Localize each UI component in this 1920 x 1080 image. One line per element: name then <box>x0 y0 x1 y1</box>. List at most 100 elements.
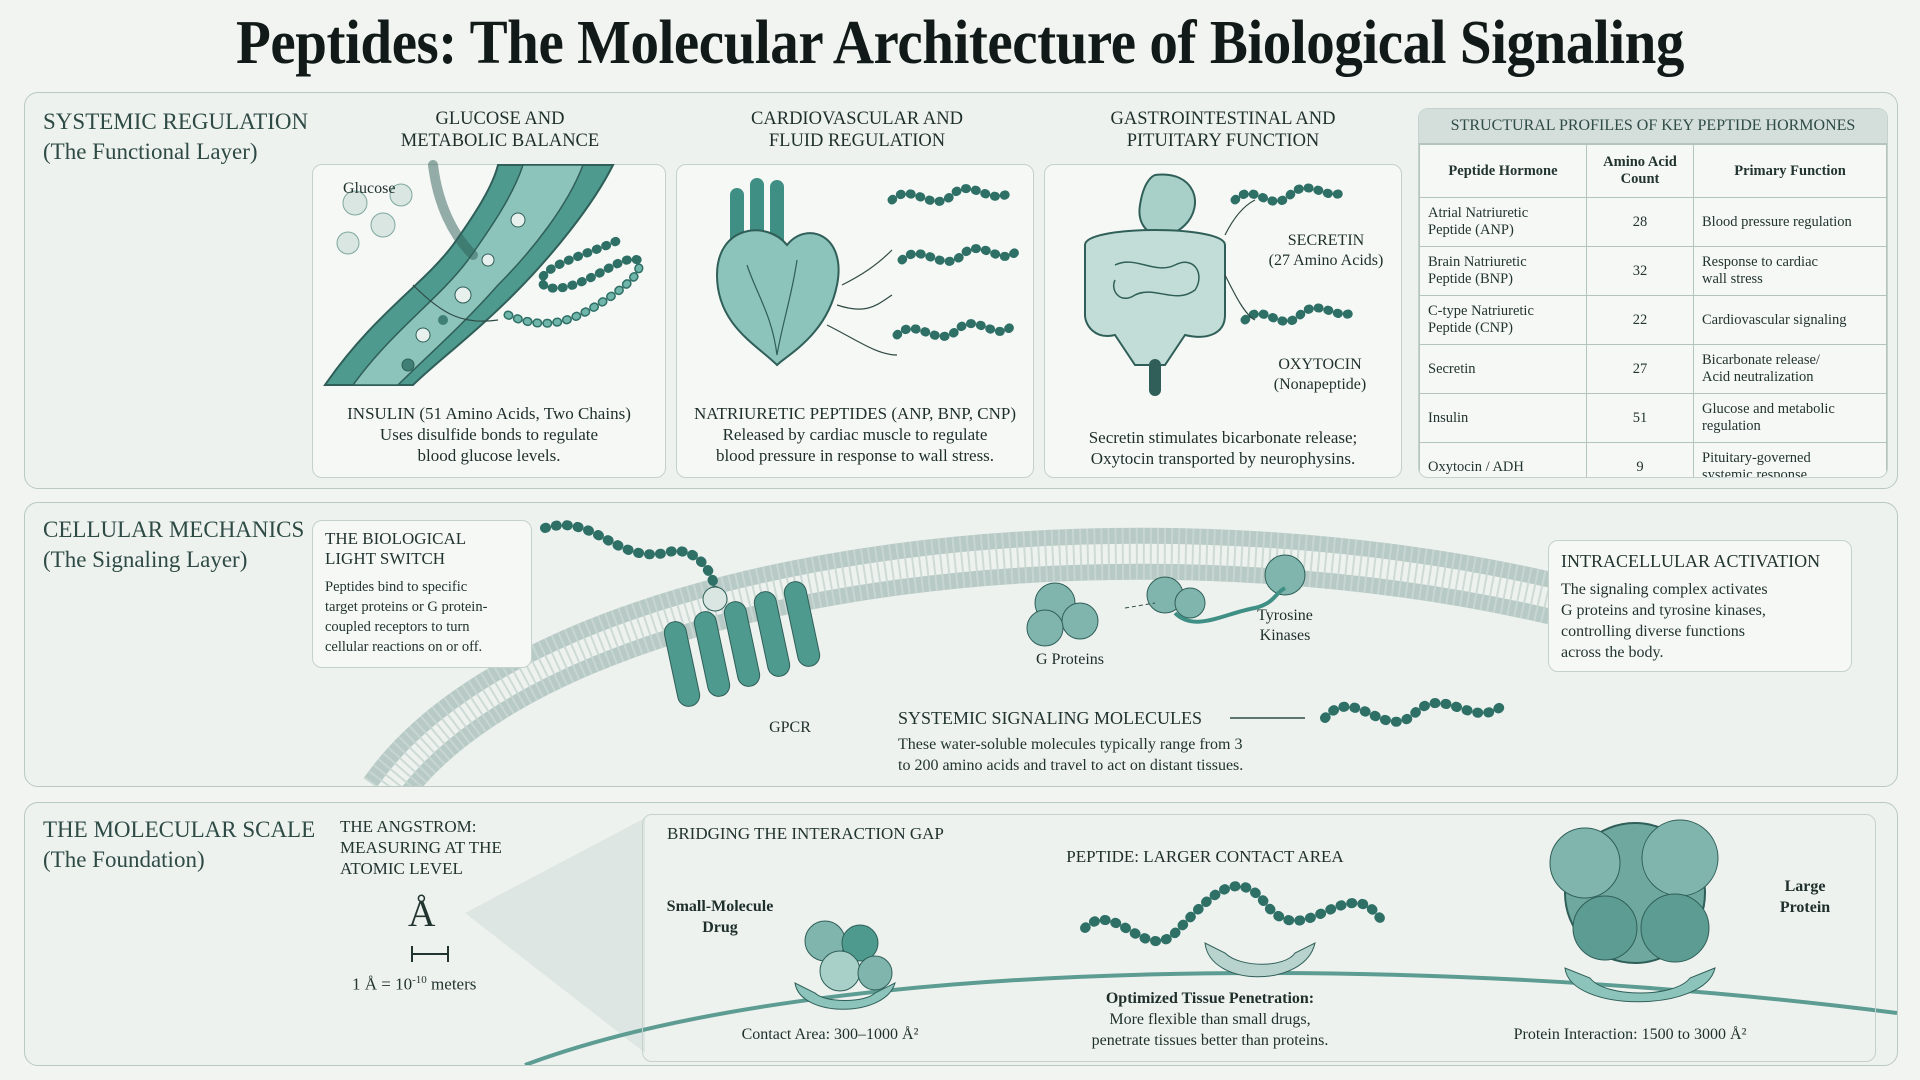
hormone-name-cell: Secretin <box>1419 344 1587 394</box>
hormone-name-line: Brain Natriuretic <box>1428 254 1527 270</box>
tissue-penetration-text: Optimized Tissue Penetration: More flexi… <box>1040 988 1380 1051</box>
angstrom-definition: 1 Å = 10-10 meters <box>352 974 476 995</box>
molecular-heading: THE MOLECULAR SCALE <box>43 817 316 842</box>
hormone-name-line: Oxytocin / ADH <box>1428 458 1524 475</box>
natriuretic-caption: NATRIURETIC PEPTIDES (ANP, BNP, CNP) Rel… <box>677 403 1033 466</box>
small-molecule-label: Small-Molecule Drug <box>650 896 790 938</box>
light-switch-card: THE BIOLOGICAL LIGHT SWITCH Peptides bin… <box>312 520 532 668</box>
insulin-caption: INSULIN (51 Amino Acids, Two Chains) Use… <box>313 403 665 466</box>
primary-function-line: Bicarbonate release/ <box>1702 352 1820 368</box>
primary-function-line: systemic response <box>1702 467 1808 478</box>
hormone-name-line: Peptide (BNP) <box>1428 271 1513 287</box>
light-switch-heading-line1: THE BIOLOGICAL <box>325 529 467 548</box>
oxytocin-label-name: OXYTOCIN <box>1278 356 1362 373</box>
column-header-count-line2: Count <box>1620 171 1660 187</box>
hormone-name-line: Secretin <box>1428 360 1476 377</box>
primary-function-line: Cardiovascular signaling <box>1702 311 1847 328</box>
amino-acid-count-cell: 27 <box>1586 344 1694 394</box>
signaling-molecules-text: These water-soluble molecules typically … <box>898 734 1243 776</box>
signaling-molecules-line2: to 200 amino acids and travel to act on … <box>898 757 1244 774</box>
secretin-label-name: SECRETIN <box>1287 232 1365 249</box>
protein-interaction-label: Protein Interaction: 1500 to 3000 Å² <box>1513 1026 1747 1043</box>
molecular-scale-section: THE MOLECULAR SCALE (The Foundation) <box>24 802 1898 1066</box>
primary-function-line: Response to cardiac <box>1702 254 1818 270</box>
large-protein-label-line1: Large <box>1784 878 1826 895</box>
activation-line3: controlling diverse functions <box>1561 623 1745 640</box>
gastro-caption-line1: Secretin stimulates bicarbonate release; <box>1088 428 1358 447</box>
activation-line4: across the body. <box>1561 644 1664 661</box>
cardio-heading-line2: FLUID REGULATION <box>768 131 946 151</box>
large-protein-label: Large Protein <box>1760 876 1850 918</box>
systemic-subheading: (The Functional Layer) <box>43 139 258 164</box>
oxytocin-label-type: (Nonapeptide) <box>1273 376 1367 393</box>
primary-function-cell: Cardiovascular signaling <box>1693 295 1887 345</box>
gastro-heading-line2: PITUITARY FUNCTION <box>1126 131 1320 151</box>
gastro-caption-line2: Oxytocin transported by neurophysins. <box>1090 449 1356 468</box>
column-header-function: Primary Function <box>1693 144 1887 198</box>
natriuretic-caption-line3: blood pressure in response to wall stres… <box>715 446 995 465</box>
intracellular-activation-card: INTRACELLULAR ACTIVATION The signaling c… <box>1548 540 1852 672</box>
angstrom-heading: THE ANGSTROM: MEASURING AT THE ATOMIC LE… <box>340 816 502 879</box>
hormone-table-title: STRUCTURAL PROFILES OF KEY PEPTIDE HORMO… <box>1419 109 1887 144</box>
oxytocin-label: OXYTOCIN (Nonapeptide) <box>1235 355 1405 395</box>
secretin-label-count: (27 Amino Acids) <box>1268 252 1384 269</box>
scale-illustration <box>465 818 1897 1065</box>
angstrom-def-prefix: 1 Å = 10 <box>352 974 413 994</box>
glucose-label: Glucose <box>343 180 396 197</box>
insulin-card: Glucose INSULIN (51 Amino Acids, Two Cha… <box>312 160 666 478</box>
signaling-molecules-line1: These water-soluble molecules typically … <box>898 736 1243 753</box>
gastro-heading: GASTROINTESTINAL AND PITUITARY FUNCTION <box>1063 108 1383 152</box>
intestine-illustration <box>1084 173 1360 396</box>
tyrosine-kinases-line2: Kinases <box>1259 627 1311 644</box>
insulin-caption-title: INSULIN (51 Amino Acids, Two Chains) <box>347 404 631 423</box>
primary-function-line: Acid neutralization <box>1702 369 1814 385</box>
secretin-label: SECRETIN (27 Amino Acids) <box>1241 231 1411 271</box>
hormone-table-card: STRUCTURAL PROFILES OF KEY PEPTIDE HORMO… <box>1418 108 1888 478</box>
small-molecule-label-line1: Small-Molecule <box>666 898 774 915</box>
angstrom-def-suffix: meters <box>426 974 477 994</box>
blood-vessel-illustration <box>323 160 644 386</box>
page-title: Peptides: The Molecular Architecture of … <box>236 9 1684 77</box>
interaction-gap-panel <box>642 814 1876 1062</box>
molecular-subheading: (The Foundation) <box>43 847 205 872</box>
activation-line2: G proteins and tyrosine kinases, <box>1561 602 1766 619</box>
heart-illustration <box>715 178 1022 367</box>
column-header-count: Amino Acid Count <box>1586 144 1694 198</box>
activation-line1: The signaling complex activates <box>1561 581 1768 598</box>
amino-acid-count-cell: 32 <box>1586 246 1694 296</box>
light-switch-line1: Peptides bind to specific <box>325 579 468 595</box>
tyrosine-kinases-label: Tyrosine Kinases <box>1230 606 1340 646</box>
tissue-penetration-heading: Optimized Tissue Penetration: <box>1105 990 1315 1007</box>
hormone-name-line: Peptide (CNP) <box>1428 320 1513 336</box>
hormone-name-line: C-type Natriuretic <box>1428 303 1534 319</box>
table-header-row: Peptide Hormone Amino Acid Count Primary… <box>1419 144 1887 198</box>
g-proteins-label: G Proteins <box>1036 651 1104 668</box>
peptide-contact-heading: PEPTIDE: LARGER CONTACT AREA <box>1066 847 1344 866</box>
primary-function-line: Glucose and metabolic <box>1702 401 1835 417</box>
glucose-heading-line2: METABOLIC BALANCE <box>400 131 600 151</box>
tissue-penetration-line1: More flexible than small drugs, <box>1109 1011 1311 1028</box>
hormone-name-cell: Insulin <box>1419 393 1587 443</box>
activation-heading: INTRACELLULAR ACTIVATION <box>1561 551 1821 571</box>
hormone-name-line: Atrial Natriuretic <box>1428 205 1529 221</box>
contact-area-label: Contact Area: 300–1000 Å² <box>741 1026 919 1043</box>
angstrom-heading-line1: THE ANGSTROM: <box>340 817 477 836</box>
angstrom-heading-line3: ATOMIC LEVEL <box>340 859 463 878</box>
primary-function-cell: Bicarbonate release/Acid neutralization <box>1693 344 1887 394</box>
primary-function-cell: Blood pressure regulation <box>1693 197 1887 247</box>
glucose-heading: GLUCOSE AND METABOLIC BALANCE <box>340 108 660 152</box>
primary-function-line: regulation <box>1702 418 1761 434</box>
light-switch-heading: THE BIOLOGICAL LIGHT SWITCH <box>325 529 466 569</box>
hormone-name-line: Insulin <box>1428 409 1469 426</box>
natriuretic-caption-line2: Released by cardiac muscle to regulate <box>722 425 988 444</box>
